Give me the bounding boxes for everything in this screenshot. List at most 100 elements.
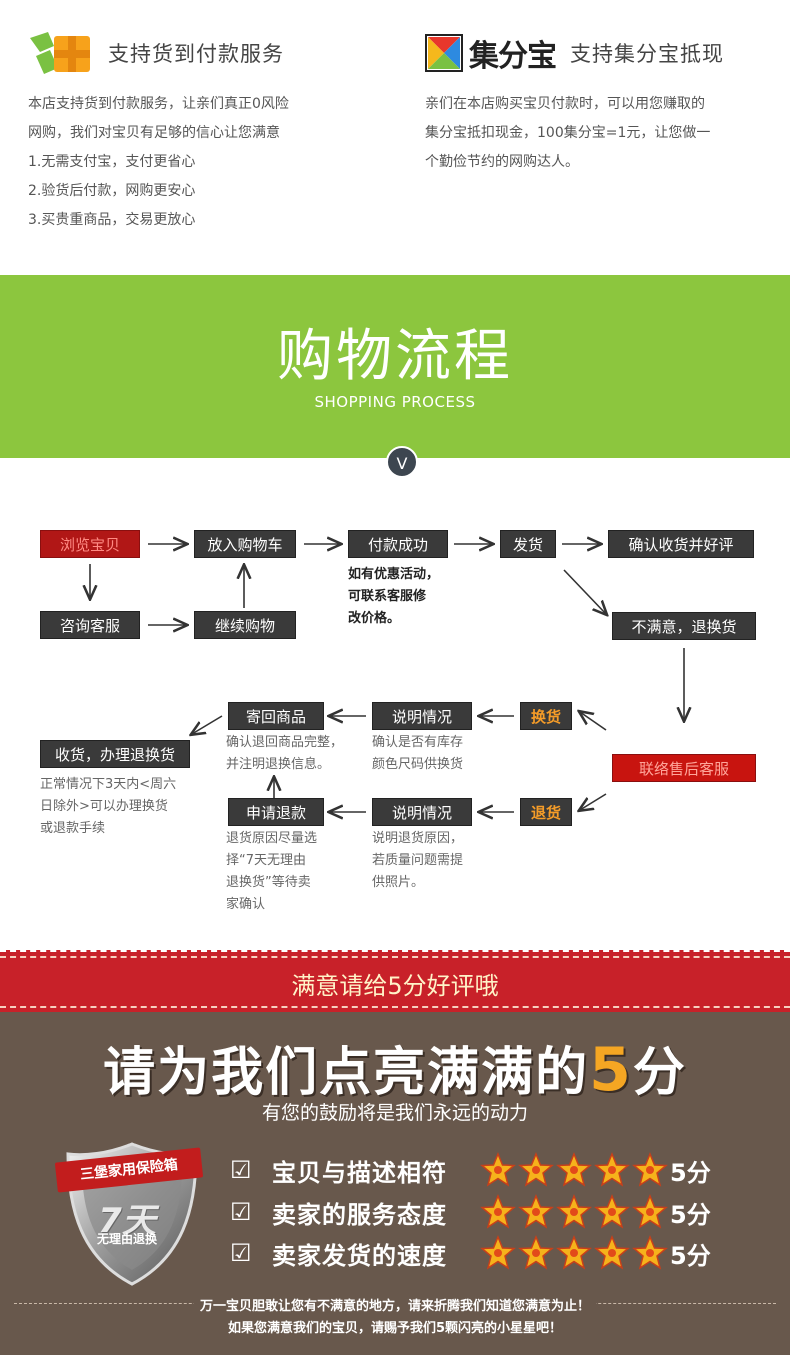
paid-note: 如有优惠活动， 可联系客服修 改价格。 [348,564,458,630]
flow-step-explain-refund: 说明情况 [372,798,472,826]
shopping-flow-diagram: 浏览宝贝 放入购物车 付款成功 发货 确认收货并好评 咨询客服 继续购物 如有优… [0,480,790,950]
rating-row-label: 宝贝与描述相符 [272,1158,447,1187]
star-icon [632,1194,668,1229]
rating-strip-stitch [0,956,790,1008]
note-line: 确认是否有库存 [372,735,464,750]
jifenbao-logo-icon [425,34,463,72]
shopping-process-banner: 购物流程 SHOPPING PROCESS [0,275,790,458]
rating-title-five: 5 [589,1035,633,1105]
star-icon [632,1235,668,1270]
explain-exchange-note: 确认是否有库存 颜色尺码供换货 [372,732,502,776]
cod-line: 本店支持货到付款服务，让亲们真正0风险 [28,96,289,112]
paid-note-line: 改价格。 [348,611,401,626]
star-icon [632,1152,668,1187]
rating-row-score: 5分 [670,1200,711,1229]
rating-stars [480,1152,670,1188]
banner-title: 购物流程 [277,324,513,389]
paid-note-line: 如有优惠活动， [348,567,440,582]
note-line: 正常情况下3天内<周六 [40,777,177,792]
rating-footer: 万一宝贝胆敢让您有不满意的地方，请来折腾我们知道您满意为止！ 如果您满意我们的宝… [0,1296,790,1340]
note-line: 说明退货原因， [372,831,464,846]
paid-note-line: 可联系客服修 [348,589,427,604]
rating-strip: 满意请给5分好评哦 [0,950,790,1012]
rating-title: 请为我们点亮满满的5分 [0,1030,790,1105]
cod-line: 1.无需支付宝，支付更省心 [28,154,196,170]
receive-note: 正常情况下3天内<周六 日除外>可以办理换货 或退款手续 [40,774,200,840]
jifenbao-line: 亲们在本店购买宝贝付款时，可以用您赚取的 [425,96,705,112]
flow-step-refund: 退货 [520,798,572,826]
banner-subtitle: SHOPPING PROCESS [314,393,476,411]
flow-step-confirm: 确认收货并好评 [608,530,754,558]
note-line: 退换货”等待卖 [226,875,311,890]
jifenbao-line: 个勤俭节约的网购达人。 [425,154,579,170]
flow-step-continue: 继续购物 [194,611,296,639]
shield-days: 7天 [98,1201,156,1241]
flow-step-receive: 收货，办理退换货 [40,740,190,768]
cod-service-desc: 本店支持货到付款服务，让亲们真正0风险 网购，我们对宝贝有足够的信心让您满意 1… [28,90,358,235]
cod-line: 2.验货后付款，网购更安心 [28,183,196,199]
rating-row-label: 卖家的服务态度 [272,1200,447,1229]
checkbox-icon: ☑ [230,1239,252,1267]
note-line: 并注明退换信息。 [226,757,331,772]
jifenbao-service-title: 支持集分宝抵现 [570,42,724,66]
star-icon [594,1235,630,1270]
chevron-down-badge-icon: V [386,446,418,478]
star-icon [594,1152,630,1187]
flow-step-unsatisfied: 不满意，退换货 [612,612,756,640]
apply-refund-note: 退货原因尽量选 择“7天无理由 退换货”等待卖 家确认 [226,828,346,916]
footer-line-2: 如果您满意我们的宝贝，请赐予我们5颗闪亮的小星星吧！ [227,1321,563,1336]
flow-step-send-back: 寄回商品 [228,702,324,730]
rating-strip-text: 满意请给5分好评哦 [291,972,499,1000]
rating-row: ☑ 宝贝与描述相符 5分 [230,1152,730,1188]
note-line: 家确认 [226,897,266,912]
flow-step-browse: 浏览宝贝 [40,530,140,558]
rating-stars [480,1194,670,1230]
rating-row: ☑ 卖家发货的速度 5分 [230,1235,730,1271]
star-icon [480,1152,516,1187]
flow-step-paid: 付款成功 [348,530,448,558]
star-icon [556,1235,592,1270]
checkbox-icon: ☑ [230,1156,252,1184]
star-icon [480,1235,516,1270]
cod-line: 3.买贵重商品，交易更放心 [28,212,196,228]
services-section: 支持货到付款服务 本店支持货到付款服务，让亲们真正0风险 网购，我们对宝贝有足够… [0,0,790,275]
note-line: 或退款手续 [40,821,106,836]
rating-row: ☑ 卖家的服务态度 5分 [230,1194,730,1230]
rating-title-prefix: 请为我们点亮满满的 [103,1043,590,1103]
star-icon [518,1152,554,1187]
flow-step-add-cart: 放入购物车 [194,530,296,558]
flow-step-apply-refund: 申请退款 [228,798,324,826]
jifenbao-logo-text: 集分宝 [469,39,557,74]
flow-step-consult: 咨询客服 [40,611,140,639]
flow-step-contact-after-sales: 联络售后客服 [612,754,756,782]
jifenbao-service-block: 集分宝 支持集分宝抵现 亲们在本店购买宝贝付款时，可以用您赚取的 集分宝抵扣现金… [425,30,775,177]
flow-arrows [0,480,790,950]
star-icon [518,1235,554,1270]
checkbox-icon: ☑ [230,1198,252,1226]
shield-subtitle: 无理由退换 [96,1232,157,1246]
note-line: 若质量问题需提 [372,853,464,868]
jifenbao-line: 集分宝抵扣现金，100集分宝=1元，让您做一 [425,125,711,141]
note-line: 择“7天无理由 [226,853,307,868]
note-line: 供照片。 [372,875,425,890]
jifenbao-service-desc: 亲们在本店购买宝贝付款时，可以用您赚取的 集分宝抵扣现金，100集分宝=1元，让… [425,90,775,177]
star-icon [480,1194,516,1229]
note-line: 退货原因尽量选 [226,831,318,846]
rating-title-suffix: 分 [632,1043,687,1103]
cod-line: 网购，我们对宝贝有足够的信心让您满意 [28,125,280,141]
explain-refund-note: 说明退货原因， 若质量问题需提 供照片。 [372,828,492,894]
flow-step-exchange: 换货 [520,702,572,730]
rating-row-label: 卖家发货的速度 [272,1241,447,1270]
flow-step-explain-exchange: 说明情况 [372,702,472,730]
footer-line-1: 万一宝贝胆敢让您有不满意的地方，请来折腾我们知道您满意为止！ [193,1296,596,1318]
send-back-note: 确认退回商品完整， 并注明退换信息。 [226,732,366,776]
star-icon [556,1194,592,1229]
flow-step-ship: 发货 [500,530,556,558]
star-icon [556,1152,592,1187]
cod-service-title: 支持货到付款服务 [108,42,284,66]
rating-stars [480,1235,670,1271]
rating-row-score: 5分 [670,1241,711,1270]
star-icon [518,1194,554,1229]
rating-row-score: 5分 [670,1158,711,1187]
rating-subtitle: 有您的鼓励将是我们永远的动力 [261,1102,528,1124]
